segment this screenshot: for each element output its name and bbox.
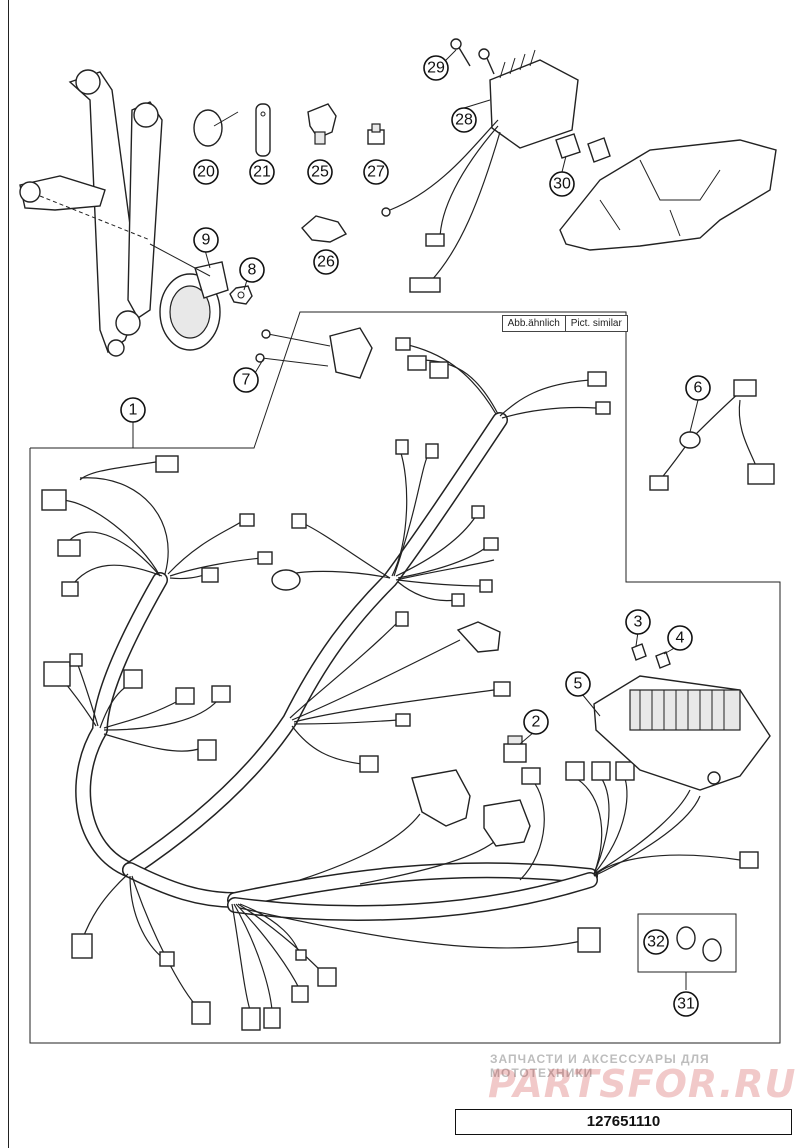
strap — [255, 103, 271, 157]
clip-26 — [301, 215, 348, 243]
callout-6: 6 — [685, 375, 711, 401]
callout-30: 30 — [549, 171, 575, 197]
callout-27: 27 — [363, 159, 389, 185]
callout-26: 26 — [313, 249, 339, 275]
svg-text:21: 21 — [253, 164, 271, 181]
watermark-logo: PARTSFOR.RU — [488, 1062, 797, 1106]
note-label-de: Abb.ähnlich — [507, 318, 560, 329]
callout-29: 29 — [423, 55, 449, 81]
svg-text:20: 20 — [197, 164, 215, 181]
callout-32: 32 — [643, 929, 669, 955]
harness-group-frame — [29, 311, 781, 1044]
clips-30 — [555, 133, 611, 163]
callout-8: 8 — [239, 257, 265, 283]
callout-28: 28 — [451, 107, 477, 133]
svg-text:32: 32 — [647, 934, 665, 951]
callout-2: 2 — [523, 709, 549, 735]
svg-text:6: 6 — [694, 380, 703, 397]
clamps — [676, 926, 722, 962]
svg-text:25: 25 — [311, 164, 329, 181]
callout-1: 1 — [120, 397, 146, 423]
callout-20: 20 — [193, 159, 219, 185]
svg-text:8: 8 — [248, 262, 257, 279]
large-connectors — [299, 767, 545, 885]
bracket-plate — [255, 327, 373, 379]
callout-5: 5 — [565, 671, 591, 697]
frame-section — [559, 139, 777, 251]
nut — [229, 285, 253, 305]
svg-text:1: 1 — [129, 402, 138, 419]
callout-4: 4 — [667, 625, 693, 651]
callout-7: 7 — [233, 367, 259, 393]
svg-text:28: 28 — [455, 112, 473, 129]
svg-text:26: 26 — [317, 254, 335, 271]
callout-25: 25 — [307, 159, 333, 185]
svg-text:30: 30 — [553, 176, 571, 193]
callout-9: 9 — [193, 227, 219, 253]
voltage-regulator — [381, 49, 579, 293]
svg-text:27: 27 — [367, 164, 385, 181]
harness-branches — [41, 337, 759, 1031]
svg-text:9: 9 — [202, 232, 211, 249]
callout-31: 31 — [673, 991, 699, 1017]
screws — [450, 38, 495, 75]
fuse-box — [593, 675, 771, 791]
svg-text:3: 3 — [634, 614, 643, 631]
svg-text:31: 31 — [677, 996, 695, 1013]
watermark-tagline: ЗАПЧАСТИ И АКСЕССУАРЫ ДЛЯ МОТОТЕХНИКИ — [490, 1052, 710, 1080]
callout-3: 3 — [625, 609, 651, 635]
svg-text:2: 2 — [532, 714, 541, 731]
horn — [149, 243, 229, 351]
cable-tie — [193, 109, 239, 147]
diagram-number-box: 127651110 — [455, 1109, 792, 1135]
terminal-27 — [367, 123, 385, 145]
leader-lines — [132, 49, 699, 745]
bracket-assembly — [19, 69, 163, 357]
sub-harness — [649, 379, 775, 491]
clamp-group-frame — [637, 913, 737, 973]
note-label-en: Pict. similar — [564, 316, 628, 331]
svg-text:4: 4 — [676, 630, 685, 647]
terminals-3-4 — [631, 643, 671, 669]
svg-text:29: 29 — [427, 60, 445, 77]
left-frame-line — [8, 0, 9, 1148]
svg-text:5: 5 — [574, 676, 583, 693]
svg-text:7: 7 — [242, 372, 251, 389]
similar-picture-note: Abb.ähnlich Pict. similar — [502, 315, 628, 332]
connector-2 — [503, 735, 527, 763]
callout-21: 21 — [249, 159, 275, 185]
connector-housing-25 — [307, 103, 337, 145]
main-harness-trunk — [75, 412, 598, 921]
